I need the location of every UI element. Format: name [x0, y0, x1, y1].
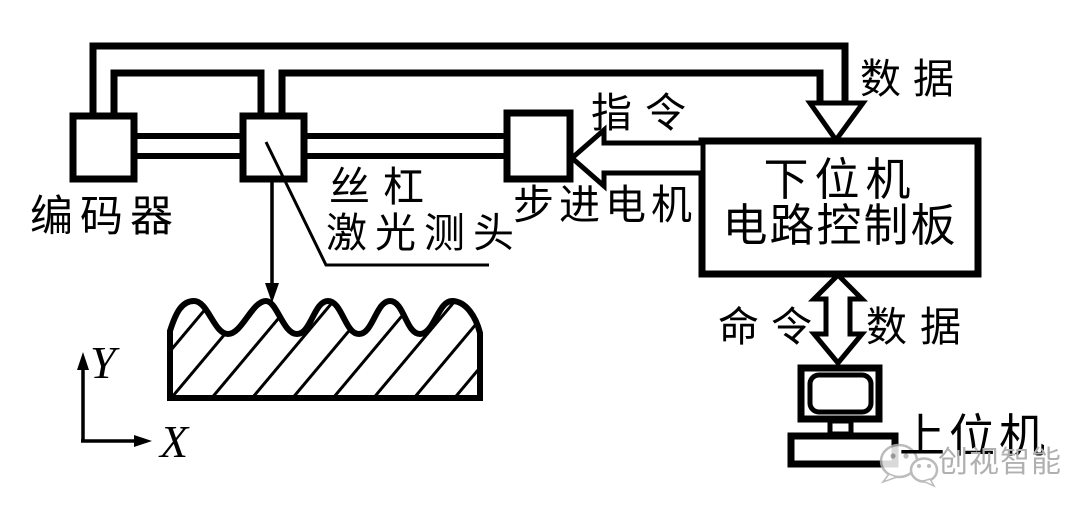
command-data-double-arrow [807, 271, 869, 367]
lead-screw-rails [132, 133, 512, 159]
watermark-text: 创视智能 [938, 446, 1062, 479]
data-down-arrowhead [805, 100, 868, 145]
stepper-motor-box [503, 109, 574, 183]
lower-machine-title-line1: 下位机 [763, 155, 917, 205]
x-axis-arrowhead [134, 435, 152, 447]
laser-probe-callout-line [264, 141, 489, 267]
data-bottom-label: 数据 [866, 304, 974, 350]
laser-probe-label: 激光测头 [326, 210, 522, 256]
encoder-box [69, 112, 138, 183]
feedback-bus-lines [89, 42, 849, 116]
upper-machine-label: 上位机 [899, 411, 1049, 462]
host-computer-icon [787, 364, 899, 468]
workpiece-surface [167, 297, 483, 401]
y-axis-label: Y [90, 337, 116, 388]
encoder-label: 编码器 [30, 194, 180, 241]
instruction-arrow [568, 124, 706, 192]
x-axis-label: X [160, 416, 189, 467]
instruction-label: 指令 [591, 90, 699, 136]
command-label: 命令 [718, 304, 824, 350]
probe-arrow [265, 182, 279, 303]
xy-axes [77, 352, 152, 447]
wechat-icon [879, 443, 939, 488]
data-top-label: 数据 [860, 56, 966, 102]
lower-machine-title-line2: 电路控制板 [722, 201, 958, 251]
laser-probe-box [239, 112, 308, 183]
y-axis-arrowhead [77, 352, 89, 370]
stepper-motor-label: 步进电机 [513, 182, 697, 228]
lead-screw-label: 丝杠 [329, 164, 437, 210]
